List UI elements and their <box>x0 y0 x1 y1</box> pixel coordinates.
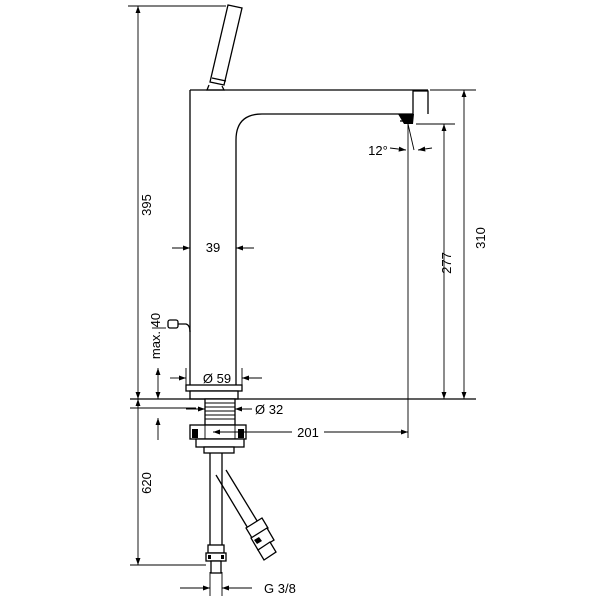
dim-drain-rod-label: max. 40 <box>148 313 163 359</box>
dim-drain-rod: max. 40 <box>148 313 166 399</box>
dim-total-height-label: 395 <box>139 194 154 216</box>
aerator <box>398 114 414 124</box>
dim-base-diameter-label: Ø 59 <box>203 371 231 386</box>
dim-body-width-label: 39 <box>206 240 220 255</box>
lever-handle <box>209 4 243 86</box>
dim-base-diameter: Ø 59 <box>170 368 262 386</box>
dim-spout-height-aerator: 277 <box>416 123 455 399</box>
dim-total-height: 395 <box>128 5 226 399</box>
supply-hoses <box>205 453 277 574</box>
dim-spout-height-aerator-label: 277 <box>439 252 454 274</box>
dim-hose-length: 620 <box>130 399 206 566</box>
dim-spout-height-outlet: 310 <box>430 89 488 399</box>
threaded-shank <box>189 398 247 454</box>
dim-hose-length-label: 620 <box>139 472 154 494</box>
dim-spout-height-outlet-label: 310 <box>473 227 488 249</box>
dim-spout-angle: 12° <box>368 123 433 438</box>
drain-rod <box>167 319 191 333</box>
dim-thread-diameter: Ø 32 <box>186 402 283 417</box>
dim-projection-label: 201 <box>297 425 319 440</box>
dim-thread-diameter-label: Ø 32 <box>255 402 283 417</box>
spout <box>189 89 429 385</box>
dim-spout-angle-label: 12° <box>368 143 388 158</box>
base-flange <box>185 384 243 400</box>
dim-body-width: 39 <box>172 240 254 255</box>
faucet-body <box>189 4 429 385</box>
dim-projection: 201 <box>213 423 408 440</box>
dim-connection: G 3/8 <box>180 572 296 596</box>
dim-connection-label: G 3/8 <box>264 581 296 596</box>
